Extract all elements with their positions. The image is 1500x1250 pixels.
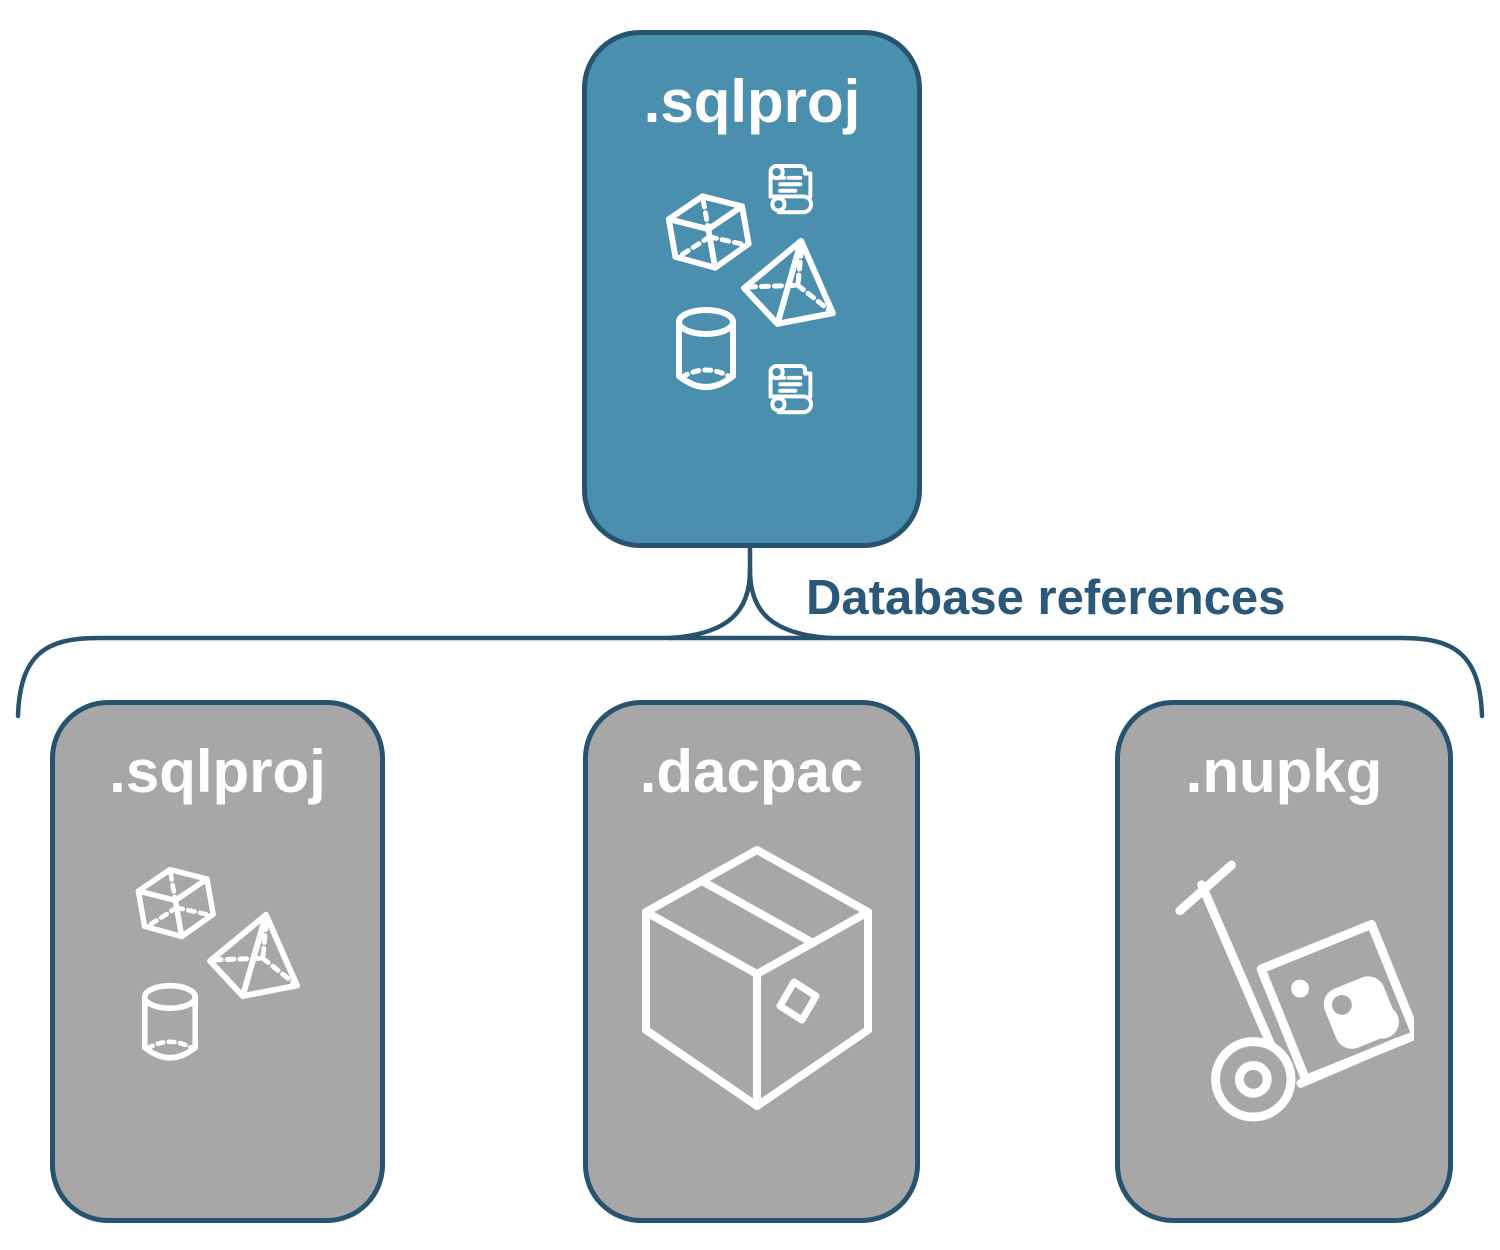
child-box-nupkg-title: .nupkg: [1185, 738, 1383, 805]
connector-span-line: [15, 635, 1485, 719]
wireframe-pyramid-icon: [207, 911, 300, 999]
script-scroll-icon: [768, 363, 813, 415]
child-box-dacpac: .dacpac: [583, 700, 920, 1223]
child-box-sqlproj-title: .sqlproj: [109, 738, 326, 805]
child-box-dacpac-title: .dacpac: [639, 738, 864, 805]
wireframe-cube-icon: [135, 866, 216, 940]
nuget-hand-truck-icon: [1175, 860, 1414, 1122]
package-box-icon: [642, 846, 872, 1110]
script-scroll-icon: [768, 163, 813, 215]
child-box-sqlproj: .sqlproj: [50, 700, 385, 1223]
root-box-title: .sqlproj: [643, 68, 861, 135]
wireframe-cube-icon: [665, 193, 752, 271]
connector-label: Database references: [806, 571, 1286, 625]
wireframe-pyramid-icon: [741, 237, 836, 327]
wireframe-cylinder-icon: [676, 307, 736, 390]
wireframe-cylinder-icon: [141, 982, 199, 1061]
connector-cusp-left: [667, 567, 753, 641]
